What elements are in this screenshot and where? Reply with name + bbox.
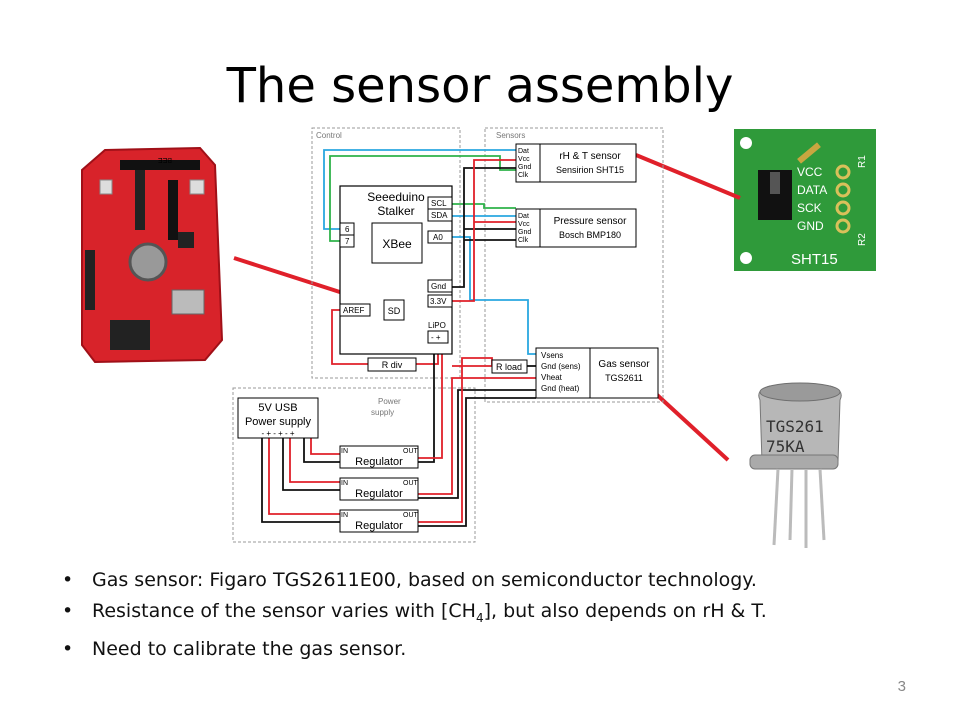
reg2-in: IN	[341, 480, 348, 487]
control-region	[311, 127, 461, 379]
gas-sensor-marking-2: 75KA	[766, 437, 805, 456]
usb-pins: - + - + - +	[261, 429, 294, 438]
lipo-label: LiPO	[428, 321, 446, 330]
sht15-vcc: Vcc	[518, 156, 530, 163]
sht15-subtitle: Sensirion SHT15	[556, 165, 624, 175]
bullet-dot: •	[62, 637, 74, 660]
power-region-label-1: Power	[378, 397, 401, 406]
a0-pin: A0	[433, 233, 443, 242]
sht15-title: rH & T sensor	[559, 151, 621, 162]
sht15-pin-sck: SCK	[797, 201, 822, 215]
pointer-lines	[233, 153, 741, 462]
stalker-board-photo: BEE	[81, 146, 224, 364]
sht15-dat: Dat	[518, 148, 529, 155]
bullet-dot: •	[62, 600, 74, 622]
reg2-label: Regulator	[355, 488, 403, 500]
rload-label: R load	[496, 362, 522, 372]
gnd-pin: Gnd	[431, 282, 446, 291]
tgs-gnd-sens: Gnd (sens)	[541, 362, 581, 371]
power-region-label-2: supply	[371, 408, 394, 417]
sensors-region-label: Sensors	[496, 131, 525, 140]
regulator-1: IN OUT Regulator	[339, 445, 419, 469]
bullet-text-2-post: ], but also depends on rH & T.	[483, 600, 767, 622]
sht15-clk: Clk	[518, 172, 529, 179]
reg3-label: Regulator	[355, 520, 403, 532]
sht15-pin-vcc: VCC	[797, 165, 823, 179]
sht15-r2: R2	[857, 233, 868, 246]
stalker-name-2: Stalker	[377, 204, 414, 218]
bmp180-title: Pressure sensor	[554, 216, 627, 227]
sd-label: SD	[388, 306, 401, 316]
xbee-label: XBee	[382, 237, 412, 251]
bullet-text-2-pre: Resistance of the sensor varies with [CH	[92, 600, 476, 622]
tgs-title: Gas sensor	[598, 359, 650, 370]
sht15-pin-data: DATA	[797, 183, 827, 197]
slide-title: The sensor assembly	[226, 58, 734, 114]
scl-pin: SCL	[431, 199, 447, 208]
bmp180-gnd: Gnd	[518, 229, 531, 236]
aref-pin: AREF	[343, 306, 364, 315]
control-region-label: Control	[316, 131, 342, 140]
stalker-block: Seeeduino Stalker XBee SD SCL SDA A0 Gnd…	[339, 185, 453, 355]
rdiv-label: R div	[382, 360, 403, 370]
sht15-pin-gnd: GND	[797, 219, 824, 233]
bmp180-block: Dat Vcc Gnd Clk Pressure sensor Bosch BM…	[515, 208, 637, 248]
tgs-vheat: Vheat	[541, 373, 563, 382]
regulator-3: IN OUT Regulator	[339, 509, 419, 533]
stalker-name-1: Seeeduino	[367, 190, 425, 204]
bullet-list: • Gas sensor: Figaro TGS2611E00, based on…	[62, 565, 767, 665]
reg1-out: OUT	[403, 448, 419, 455]
tgs2611-block: Vsens Gnd (sens) Vheat Gnd (heat) Gas se…	[535, 347, 659, 399]
gas-sensor-marking-1: TGS261	[766, 417, 824, 436]
sda-pin: SDA	[431, 211, 448, 220]
sht15-block: Dat Vcc Gnd Clk rH & T sensor Sensirion …	[515, 143, 637, 183]
bmp180-clk: Clk	[518, 237, 529, 244]
tgs-subtitle: TGS2611	[605, 373, 643, 383]
reg3-out: OUT	[403, 512, 419, 519]
reg1-label: Regulator	[355, 456, 403, 468]
v33-pin: 3.3V	[430, 297, 447, 306]
stalker-board-label: BEE	[158, 156, 172, 163]
bmp180-subtitle: Bosch BMP180	[559, 230, 621, 240]
pin-7: 7	[345, 237, 350, 246]
tgs-vsens: Vsens	[541, 351, 563, 360]
pin-6: 6	[345, 225, 350, 234]
sht15-r1: R1	[857, 155, 868, 168]
reg1-in: IN	[341, 448, 348, 455]
usb-power-supply-block: 5V USB Power supply - + - + - +	[237, 397, 319, 439]
bullet-text-3: Need to calibrate the gas sensor.	[92, 637, 407, 660]
bullet-item: • Resistance of the sensor varies with [C…	[62, 596, 767, 634]
bullet-text-2-sub: 4	[475, 610, 484, 625]
lipo-pins: - +	[431, 333, 441, 342]
tgs-gnd-heat: Gnd (heat)	[541, 384, 580, 393]
usb-line2: Power supply	[245, 416, 312, 428]
sht15-board-photo: VCC DATA SCK GND SHT15 R1 R2	[734, 129, 876, 271]
bullet-item: • Need to calibrate the gas sensor.	[62, 634, 767, 665]
sht15-board-name: SHT15	[791, 251, 838, 268]
bmp180-dat: Dat	[518, 213, 529, 220]
gas-sensor-photo: TGS261 75KA	[749, 382, 842, 548]
bullet-dot: •	[62, 569, 74, 591]
resistors: R div R load	[367, 357, 528, 374]
usb-line1: 5V USB	[258, 402, 297, 414]
sensors-region	[484, 127, 664, 403]
bullet-item: • Gas sensor: Figaro TGS2611E00, based on…	[62, 565, 767, 596]
bmp180-vcc: Vcc	[518, 221, 530, 228]
reg3-in: IN	[341, 512, 348, 519]
reg2-out: OUT	[403, 480, 419, 487]
regulator-2: IN OUT Regulator	[339, 477, 419, 501]
power-region	[232, 387, 476, 543]
page-number: 3	[897, 678, 906, 695]
sht15-gnd: Gnd	[518, 164, 531, 171]
bullet-text-1: Gas sensor: Figaro TGS2611E00, based on …	[92, 569, 757, 591]
